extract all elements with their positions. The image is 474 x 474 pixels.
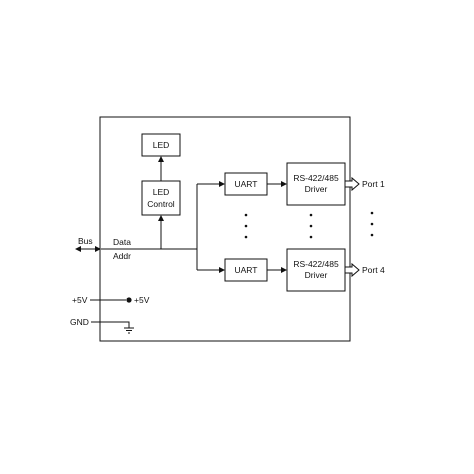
driver-top-block <box>286 162 346 206</box>
ground-symbol-icon <box>124 327 134 334</box>
led-control-block <box>141 180 181 216</box>
driver-top-label-line2: Driver <box>305 184 328 194</box>
bus-arrowhead-right <box>95 246 101 252</box>
trunk-to-uart-bottom-arrowhead <box>219 267 225 273</box>
port-1-label: Port 1 <box>362 179 385 189</box>
uart-ellipsis <box>244 213 248 239</box>
bus-label: Bus <box>78 236 93 246</box>
port-4-label: Port 4 <box>362 265 385 275</box>
trunk-to-uart-top-arrowhead <box>219 181 225 187</box>
addr-label: Addr <box>113 251 131 261</box>
driver-bottom-label-line2: Driver <box>305 270 328 280</box>
driver-top-label-line1: RS-422/485 <box>293 173 339 183</box>
port-ellipsis <box>370 211 374 237</box>
v5-right-label: +5V <box>134 295 150 305</box>
v5-left-label: +5V <box>72 295 88 305</box>
v5-junction-dot <box>126 297 132 303</box>
led-label: LED <box>153 140 170 150</box>
led-control-to-led-arrowhead <box>158 156 164 162</box>
bus-arrowhead-left <box>75 246 81 252</box>
uart-top-label: UART <box>235 179 258 189</box>
led-control-label-line2: Control <box>147 199 175 209</box>
uart-bottom-to-driver-arrowhead <box>281 267 287 273</box>
bus-to-led-control-arrowhead <box>158 215 164 221</box>
driver-ellipsis <box>309 213 313 239</box>
port-4-output-arrow <box>344 262 360 278</box>
data-label: Data <box>113 237 131 247</box>
uart-top-to-driver-arrowhead <box>281 181 287 187</box>
led-control-label-line1: LED <box>153 187 170 197</box>
uart-bottom-label: UART <box>235 265 258 275</box>
port-1-output-arrow <box>344 176 360 192</box>
module-outline <box>99 116 351 342</box>
driver-bottom-label-line1: RS-422/485 <box>293 259 339 269</box>
gnd-wire <box>91 321 130 328</box>
gnd-label: GND <box>70 317 89 327</box>
